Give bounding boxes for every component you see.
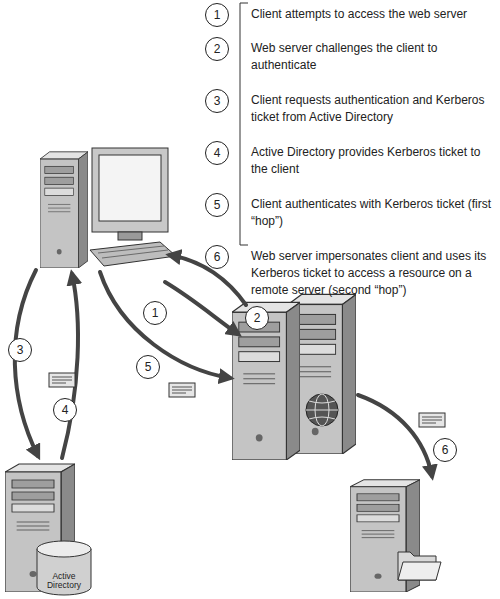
callout-number: 5 — [136, 355, 160, 379]
step-number: 2 — [254, 311, 261, 325]
ticket-request-arrow — [15, 270, 38, 456]
step-number: 5 — [145, 360, 152, 374]
list-number: 5 — [205, 193, 229, 217]
kerberos-ticket — [49, 373, 75, 387]
file-server — [350, 480, 441, 592]
step-number: 1 — [152, 306, 159, 320]
globe-icon — [306, 394, 338, 426]
step-number: 4 — [62, 403, 69, 417]
client-tower — [40, 152, 88, 268]
ticket-return-arrow — [62, 274, 78, 458]
step-description: Client authenticates with Kerberos ticke… — [251, 196, 497, 230]
client-computer — [40, 148, 176, 268]
keyboard — [90, 242, 176, 266]
database-cylinder: Active Directory — [36, 540, 92, 596]
monitor — [92, 148, 168, 232]
step-number: 6 — [214, 250, 221, 264]
step-description: Active Directory provides Kerberos ticke… — [251, 144, 497, 178]
monitor-screen — [99, 155, 161, 221]
list-number: 4 — [205, 141, 229, 165]
step-description: Web server impersonates client and uses … — [251, 248, 497, 299]
callout-number: 6 — [433, 438, 457, 462]
list-bracket — [240, 3, 248, 245]
callout-number: 2 — [245, 306, 269, 330]
authenticate-arrow — [100, 272, 230, 378]
step-number: 2 — [214, 42, 221, 56]
step-number: 1 — [214, 8, 221, 22]
list-number: 6 — [205, 245, 229, 269]
step-number: 5 — [214, 198, 221, 212]
list-number: 1 — [205, 3, 229, 27]
step-description: Client attempts to access the web server — [251, 6, 497, 23]
step-number: 6 — [442, 443, 449, 457]
step-number: 3 — [214, 94, 221, 108]
callout-number: 4 — [53, 398, 77, 422]
kerberos-ticket — [419, 413, 445, 427]
kerberos-ticket — [169, 383, 195, 397]
step-number: 3 — [17, 343, 24, 357]
web-server-tower — [232, 302, 300, 460]
step-description: Web server challenges the client to auth… — [251, 40, 497, 74]
monitor-stand — [118, 232, 142, 240]
step-number: 4 — [214, 146, 221, 160]
callout-number: 1 — [143, 301, 167, 325]
callout-number: 3 — [8, 338, 32, 362]
second-hop-arrow — [358, 395, 432, 476]
web-servers — [232, 294, 356, 460]
step-description: Client requests authentication and Kerbe… — [251, 92, 497, 126]
list-number: 3 — [205, 89, 229, 113]
list-number: 2 — [205, 37, 229, 61]
request-arrow — [165, 282, 238, 334]
node-label: Active Directory — [36, 572, 92, 596]
